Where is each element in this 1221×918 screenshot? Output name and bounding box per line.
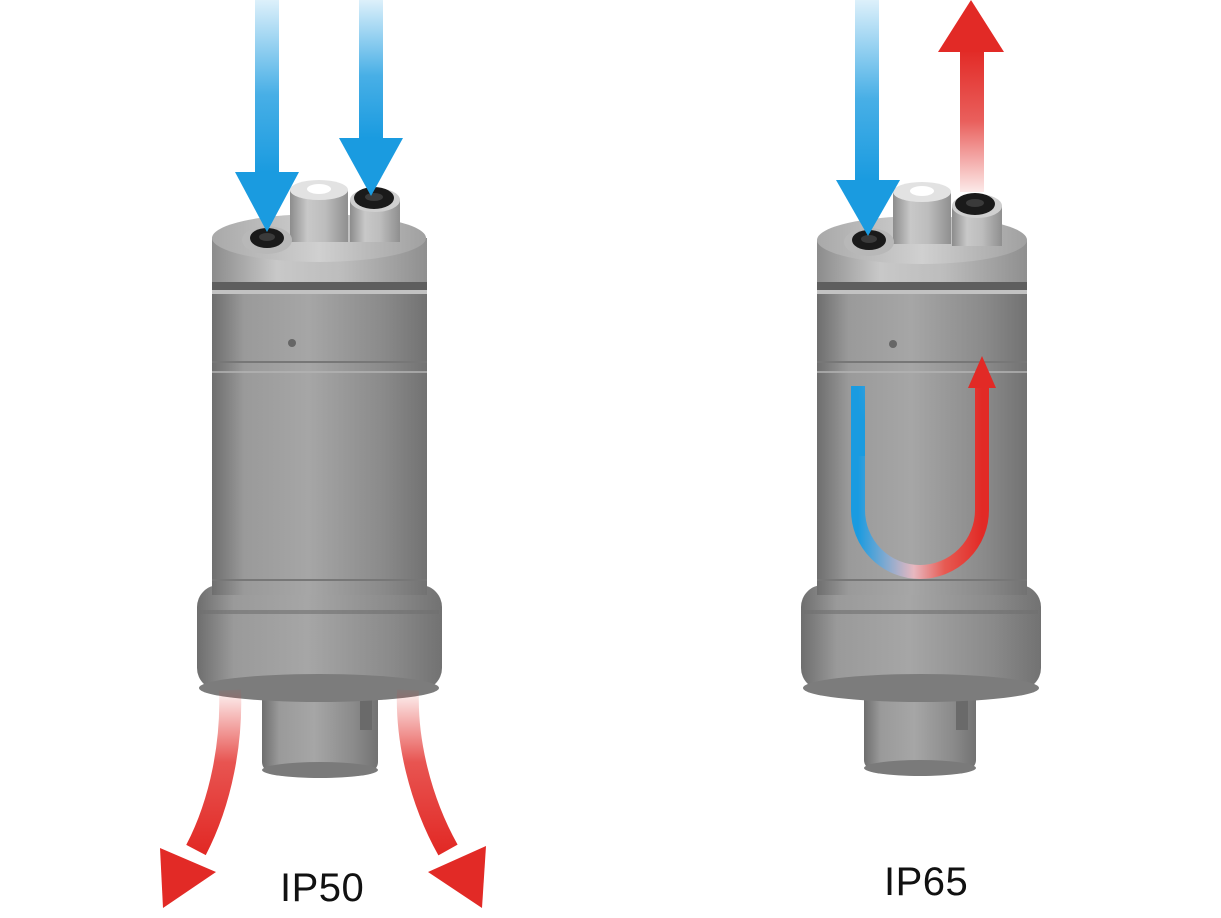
arrow-out-icon	[396, 689, 486, 908]
device-spindle	[290, 180, 348, 242]
arrow-out-icon	[938, 0, 1004, 192]
screw-dot	[288, 339, 296, 347]
device-shaft	[262, 690, 378, 778]
port-left	[844, 228, 894, 256]
u-turn-arrow-icon	[851, 356, 996, 579]
variant-label-ip50: IP50	[280, 866, 365, 910]
variant-label-ip65: IP65	[884, 860, 969, 904]
device-body	[817, 290, 1027, 595]
port-left	[242, 226, 292, 254]
arrow-down-icon	[235, 0, 299, 232]
arrow-out-icon	[160, 689, 242, 908]
device-flange	[197, 585, 442, 702]
device-ip50	[160, 0, 486, 908]
device-body	[212, 290, 427, 595]
screw-dot	[889, 340, 897, 348]
arrow-down-icon	[339, 0, 403, 196]
port-right	[354, 187, 394, 209]
port-right	[955, 193, 995, 215]
device-flange	[801, 585, 1041, 702]
device-ip65	[801, 0, 1041, 776]
device-spindle	[893, 182, 951, 244]
device-shaft	[864, 690, 976, 776]
arrow-down-icon	[836, 0, 900, 236]
